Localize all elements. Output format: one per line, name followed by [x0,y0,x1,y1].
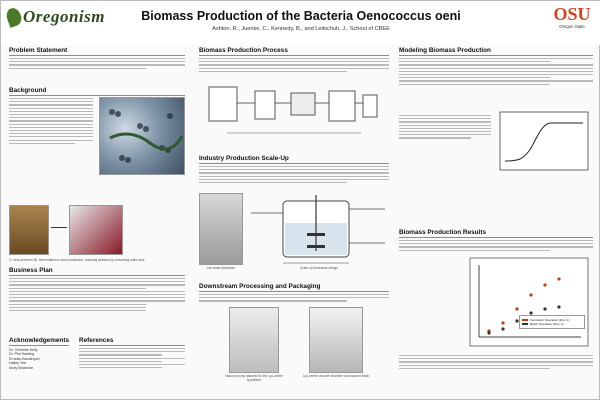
acknowledgements-section: Acknowledgements Dr. Christine Kelly Dr.… [9,337,69,370]
downstream-section: Downstream Processing and Packaging Vacu… [199,283,389,382]
body-text [199,294,389,302]
section-heading: Downstream Processing and Packaging [199,283,389,292]
column-3: Modeling Biomass Production Biomass Prod… [399,47,593,397]
vacuum-pump-image [229,307,279,373]
bacteria-micrograph [99,97,185,175]
section-heading: References [79,337,185,346]
arrow-icon [51,227,67,228]
ack-list: Dr. Christine Kelly Dr. Phil Harding Ern… [9,348,69,370]
body-text [399,58,593,85]
results-plot [469,257,589,347]
biomass-process-section: Biomass Production Process [199,47,389,134]
figure-caption: Scale-up bioreactor design [300,266,338,270]
section-heading: Background [9,87,185,96]
section-heading: Problem Statement [9,47,185,56]
wine-glass-image [69,205,123,255]
business-plan-section: Business Plan [9,267,185,313]
list-item: Ernesto Baudequin [9,356,40,361]
poster-authors: Ashton, R., Juenke, C., Kennedy, B., and… [212,26,390,32]
body-text [9,98,93,144]
section-heading: Biomass Production Process [199,47,389,56]
analysis-text [399,353,593,371]
oregonism-logo: Oregonism [4,5,127,29]
column-2: Biomass Production Process Industry Prod… [199,47,389,397]
references-section: References [79,337,185,370]
bullet-list [399,113,491,141]
section-heading: Modeling Biomass Production [399,47,593,56]
scaleup-bioreactor-diagram [251,195,385,264]
modeling-section: Modeling Biomass Production [399,47,593,171]
lyophilizer-image [309,307,363,373]
body-text [9,278,185,312]
section-heading: Biomass Production Results [399,229,593,238]
body-text [9,58,185,69]
list-item: Halley Yee [9,361,26,366]
list-item: Dr. Phil Harding [9,352,35,357]
poster-title: Biomass Production of the Bacteria Oenoc… [141,9,461,23]
figure-caption: Vacuum pump attached to the Lyo-centre l… [224,374,284,382]
scaleup-section: Industry Production Scale-Up Lab scale b… [199,155,389,270]
growth-curve-diagram [499,111,589,171]
leaf-icon [4,6,24,28]
results-section: Biomass Production Results Fed-batch Ope… [399,229,593,369]
background-section: Background O. oeni performs [9,87,185,262]
list-item: Dr. Christine Kelly [9,348,38,352]
list-item: Andy Brickman [9,365,34,370]
plot-legend: Fed-batch Operation (Run 1) Batch Operat… [519,315,585,329]
process-flow-diagram [208,86,378,134]
references-list [79,348,185,369]
section-heading: Acknowledgements [9,337,70,346]
figure-caption: Lab scale bioreactor [206,266,236,270]
wine-barrel-image [9,205,49,255]
section-heading: Business Plan [9,267,185,276]
lab-bioreactor-image [199,193,243,265]
figure-caption: Lyo-centre vacuum chamber and vacuum fla… [303,374,369,378]
section-heading: Industry Production Scale-Up [199,155,389,164]
problem-statement-section: Problem Statement [9,47,185,71]
body-text [399,240,593,251]
osu-logo: OSU Oregon State [553,4,591,30]
body-text [199,166,389,184]
column-1: Problem Statement Background [9,47,185,397]
wine-caption: O. oeni performs ML fermentation in wine… [9,258,146,262]
body-text [199,58,389,72]
poster-header: Oregonism Biomass Production of the Bact… [1,1,600,45]
